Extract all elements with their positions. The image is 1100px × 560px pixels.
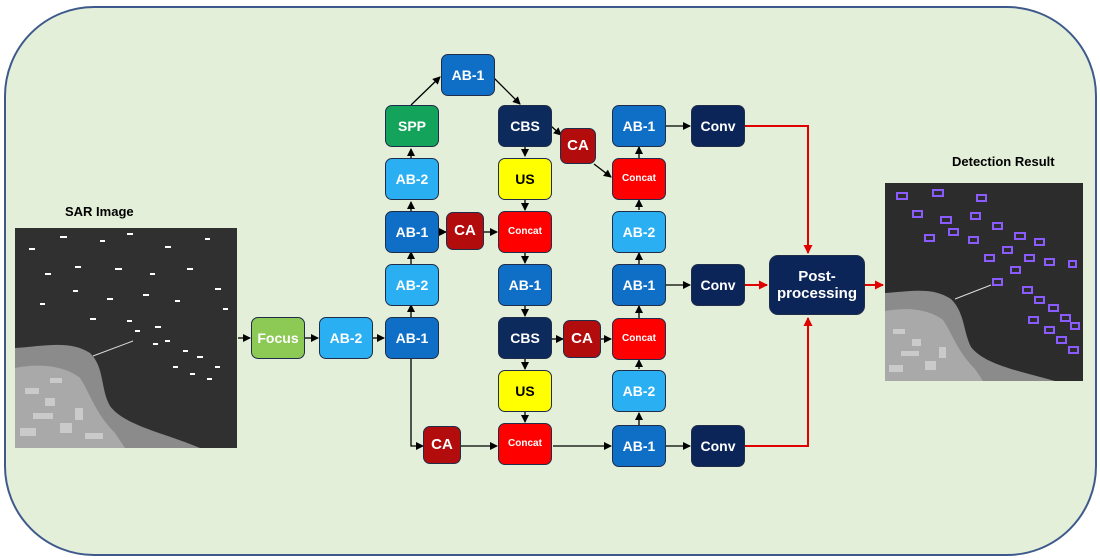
ab2-left-low-node: AB-2 <box>385 264 439 306</box>
ab2-right-low-node: AB-2 <box>612 370 666 412</box>
detection-result-image <box>885 183 1083 381</box>
cbs-top-node: CBS <box>498 105 552 147</box>
concat-bottom-node: Concat <box>498 423 552 465</box>
edge-ab1-ca-bottom <box>410 359 424 450</box>
spp-node: SPP <box>385 105 439 147</box>
sar-image-label: SAR Image <box>65 204 134 219</box>
edge-ca-concat-top <box>593 163 612 178</box>
concat-right-mid-node: Concat <box>612 318 666 360</box>
ab1-left-mid-node: AB-1 <box>385 211 439 253</box>
cbs-mid-node: CBS <box>498 317 552 359</box>
ca-mid-node: CA <box>563 320 601 358</box>
edge-cbs-ca-top <box>550 125 562 136</box>
conv-bottom-node: Conv <box>691 425 745 467</box>
sar-input-image <box>15 228 237 448</box>
edge-ab1top-cbs <box>492 76 521 105</box>
conv-top-node: Conv <box>691 105 745 147</box>
ab1-top-node: AB-1 <box>441 54 495 96</box>
us-mid-node: US <box>498 370 552 412</box>
ab2-left-high-node: AB-2 <box>385 158 439 200</box>
ab1-right-mid-node: AB-1 <box>612 264 666 306</box>
ab1-right-top-node: AB-1 <box>612 105 666 147</box>
concat-mid-node: Concat <box>498 211 552 253</box>
edge-conv-top-post <box>745 125 813 254</box>
ab2-right-top-node: AB-2 <box>612 211 666 253</box>
edge-conv-bottom-post <box>745 317 813 447</box>
ab1-base-node: AB-1 <box>385 317 439 359</box>
conv-mid-node: Conv <box>691 264 745 306</box>
ab1-mid-node: AB-1 <box>498 264 552 306</box>
edge-spp-ab1top <box>410 76 441 106</box>
us-top-node: US <box>498 158 552 200</box>
concat-right-top-node: Concat <box>612 158 666 200</box>
ca-top-node: CA <box>560 128 596 164</box>
ca-left-node: CA <box>446 212 484 250</box>
post-processing-node: Post- processing <box>769 255 865 315</box>
detection-result-label: Detection Result <box>952 154 1055 169</box>
ca-bottom-node: CA <box>423 426 461 464</box>
focus-node: Focus <box>251 317 305 359</box>
ab1-right-bottom-node: AB-1 <box>612 425 666 467</box>
ab2-input-node: AB-2 <box>319 317 373 359</box>
